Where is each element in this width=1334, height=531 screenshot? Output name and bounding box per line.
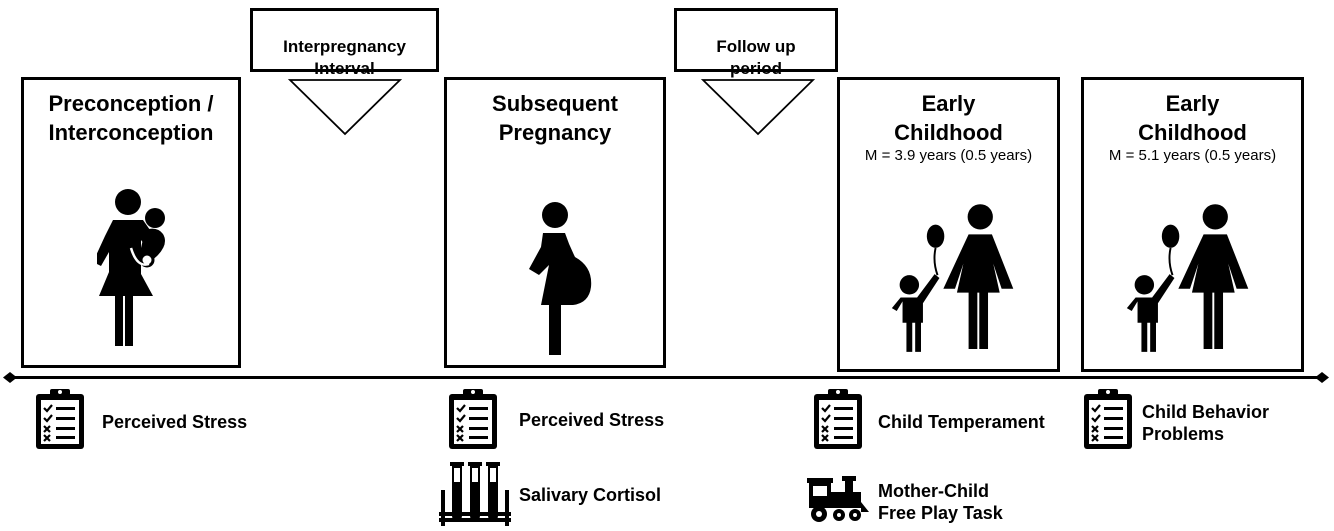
follow-up-period-box: Follow up period bbox=[674, 8, 838, 78]
interpregnancy-interval-label: Interpregnancy Interval bbox=[283, 37, 406, 78]
measure-label: Perceived Stress bbox=[102, 412, 248, 432]
clipboard-checklist-icon bbox=[32, 386, 88, 452]
interpregnancy-interval-box: Interpregnancy Interval bbox=[250, 8, 439, 78]
follow-up-period-label: Follow up period bbox=[716, 37, 796, 78]
pregnant-woman-icon bbox=[529, 202, 592, 355]
stage-title: Preconception / Interconception bbox=[48, 91, 214, 145]
stage-subsequent-pregnancy-box: Subsequent Pregnancy bbox=[444, 77, 666, 368]
measure-label: Child Behavior Problems bbox=[1142, 402, 1270, 444]
stage-title: Subsequent Pregnancy bbox=[492, 91, 618, 145]
clipboard-checklist-icon bbox=[1080, 386, 1136, 452]
mother-and-child-with-balloon-icon bbox=[887, 200, 1023, 358]
clipboard-checklist-icon bbox=[445, 386, 501, 452]
stage-early-childhood-2-box: Early Childhood M = 5.1 years (0.5 years… bbox=[1081, 77, 1304, 372]
clipboard-checklist-icon bbox=[810, 386, 866, 452]
test-tubes-icon bbox=[439, 462, 511, 526]
stage-early-childhood-1-box: Early Childhood M = 3.9 years (0.5 years… bbox=[837, 77, 1060, 372]
stage-preconception-box: Preconception / Interconception bbox=[21, 77, 241, 368]
toy-train-icon bbox=[807, 476, 869, 522]
stage-title: Early Childhood bbox=[1138, 91, 1247, 145]
mother-carrying-child-icon bbox=[97, 189, 165, 346]
measure-label: Mother-Child Free Play Task bbox=[878, 481, 1003, 523]
stage-title: Early Childhood bbox=[894, 91, 1003, 145]
stage-subtitle: M = 5.1 years (0.5 years) bbox=[1108, 147, 1277, 164]
measure-label: Salivary Cortisol bbox=[519, 485, 662, 505]
measure-label: Child Temperament bbox=[878, 412, 1045, 432]
measure-label: Perceived Stress bbox=[519, 410, 665, 430]
follow-up-arrow-triangle bbox=[701, 79, 815, 136]
timeline-axis bbox=[3, 372, 1329, 383]
mother-and-child-with-balloon-icon bbox=[1122, 200, 1258, 358]
interpregnancy-arrow-triangle bbox=[288, 79, 402, 136]
stage-subtitle: M = 3.9 years (0.5 years) bbox=[864, 147, 1033, 164]
